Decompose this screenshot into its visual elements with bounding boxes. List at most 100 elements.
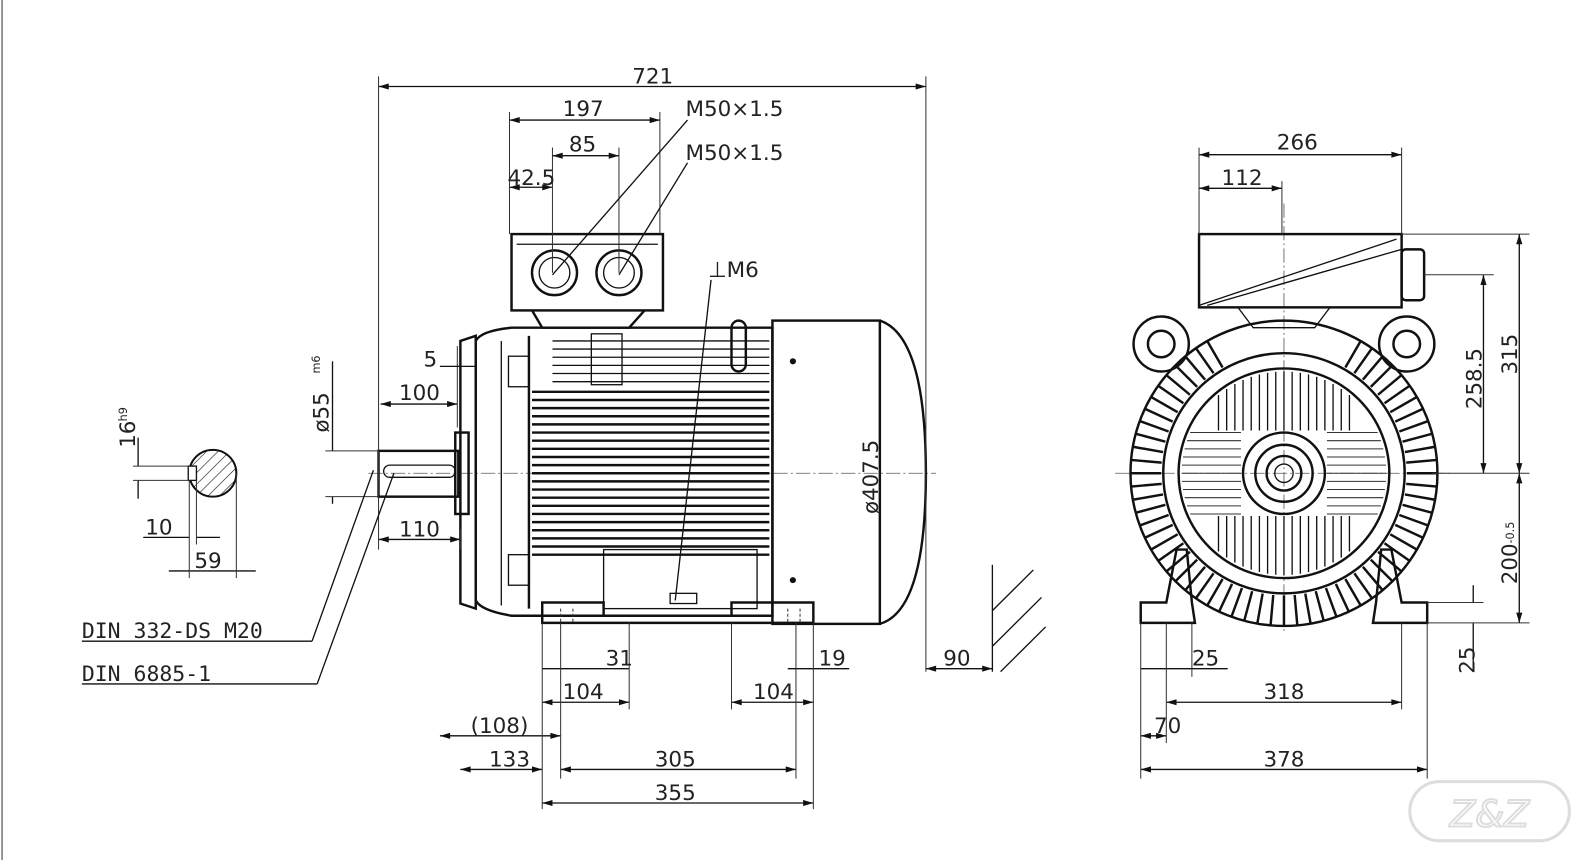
radial-fin [1334,583,1350,613]
dim-foot-31: 31 [606,647,633,672]
radial-fin [1402,503,1433,514]
radial-fin [1165,550,1191,573]
label-earth-thread: ⊥M6 [708,258,759,283]
label-gland-thread-2: M50×1.5 [685,141,783,166]
radial-fin [1132,493,1164,501]
radial-fin [1398,419,1429,433]
radial-fin [1304,593,1312,624]
lifting-eyes [1132,315,1436,373]
leader-line [618,162,689,276]
radial-fin [1135,503,1166,514]
fan-grill [1181,371,1387,576]
radial-fin [1206,340,1224,369]
shaft [377,334,477,611]
radial-fin [1404,445,1436,454]
radial-fin [1361,355,1384,381]
radial-fin [1150,395,1179,414]
radial-fin [1389,395,1418,414]
radial-fin [1184,355,1206,381]
radial-fin [1406,482,1437,488]
dim-305: 305 [655,747,696,772]
radial-fin [1377,550,1403,573]
dim-foot-19: 19 [818,647,845,672]
radial-fin [1157,384,1185,405]
radial-fin [1206,578,1224,607]
radial-fin [1184,566,1206,591]
radial-fin [1243,590,1254,622]
radial-fin [1174,364,1199,388]
terminal-box [510,232,665,329]
radial-fin [1344,578,1362,607]
dim-gland-height: 258.5 [1462,348,1487,409]
radial-fin [1377,374,1403,396]
radial-fin [1406,458,1437,464]
dim-133: 133 [489,747,530,772]
dim-foot-hole-25: 25 [1192,647,1219,672]
dim-shaft-tolerance: m6 [310,355,323,373]
radial-fin [1217,583,1234,613]
dim-key-depth: 10 [145,515,172,540]
radial-fin [1269,594,1275,626]
side-view [368,232,1047,673]
front-view [1115,203,1453,632]
radial-fin [1150,533,1179,551]
fan-cover [771,319,928,626]
radial-fin [1324,587,1338,618]
dim-shaft-length: 110 [399,517,440,542]
dim-overall-width: 378 [1264,747,1305,772]
radial-fin [1144,523,1174,539]
radial-fin [1394,407,1424,423]
dim-frame-diameter: ø407.5 [859,440,884,514]
radial-fin [1402,432,1433,443]
radial-fin [1194,572,1215,600]
dim-108: (108) [471,714,529,739]
dim-front-box-offset: 112 [1222,166,1263,191]
radial-fin [1157,542,1185,562]
radial-fin [1293,594,1299,626]
motor-body [474,319,774,617]
radial-fin [1394,523,1424,539]
radial-fin [1194,347,1215,374]
radial-fin [1135,432,1166,443]
dim-foot-104-left: 104 [563,680,604,705]
motor-feet [541,601,815,625]
leader-line [316,473,395,685]
radial-fin [1130,458,1162,464]
leader-line [551,119,689,276]
radial-fin [1230,587,1244,618]
dim-355: 355 [655,781,696,806]
watermark-text: Z&Z [1449,793,1530,836]
radial-fin [1165,374,1191,396]
radial-fin [1174,558,1199,583]
radial-fin [1314,590,1325,622]
leader-line [674,279,712,601]
radial-fin [1130,482,1162,488]
dim-foot-104-right: 104 [753,680,794,705]
dim-foot-thickness: 25 [1455,647,1480,674]
radial-fin [1361,566,1384,591]
watermark-logo: Z&Z [1408,780,1571,843]
dim-key-width: 16 [116,421,141,448]
dim-gland-offset: 42.5 [507,166,555,191]
dim-gland-spacing: 85 [569,133,596,158]
dim-clearance-90: 90 [943,647,970,672]
label-gland-thread-1: M50×1.5 [685,97,783,122]
radial-fin [1369,558,1394,583]
terminal-box-front [1197,232,1426,329]
callout-center-hole: DIN 332-DS M20 [82,619,263,644]
radial-fin [1144,407,1174,423]
dim-key-length: 100 [399,381,440,406]
radial-fin [1383,384,1411,405]
dimension-lines [81,76,1530,810]
radial-fin [1353,347,1373,374]
dim-shoulder: 5 [424,347,438,372]
dim-overall-length: 721 [632,65,673,90]
leader-line [311,469,375,642]
dimension-labels: 721 197 85 42.5 M50×1.5 M50×1.5 ⊥M6 5 10… [82,65,1523,806]
radial-fin [1139,419,1170,433]
radial-fin [1404,493,1436,501]
cooling-fins [1130,340,1438,626]
dim-foot-edge: 70 [1154,714,1181,739]
radial-fin [1398,513,1429,527]
